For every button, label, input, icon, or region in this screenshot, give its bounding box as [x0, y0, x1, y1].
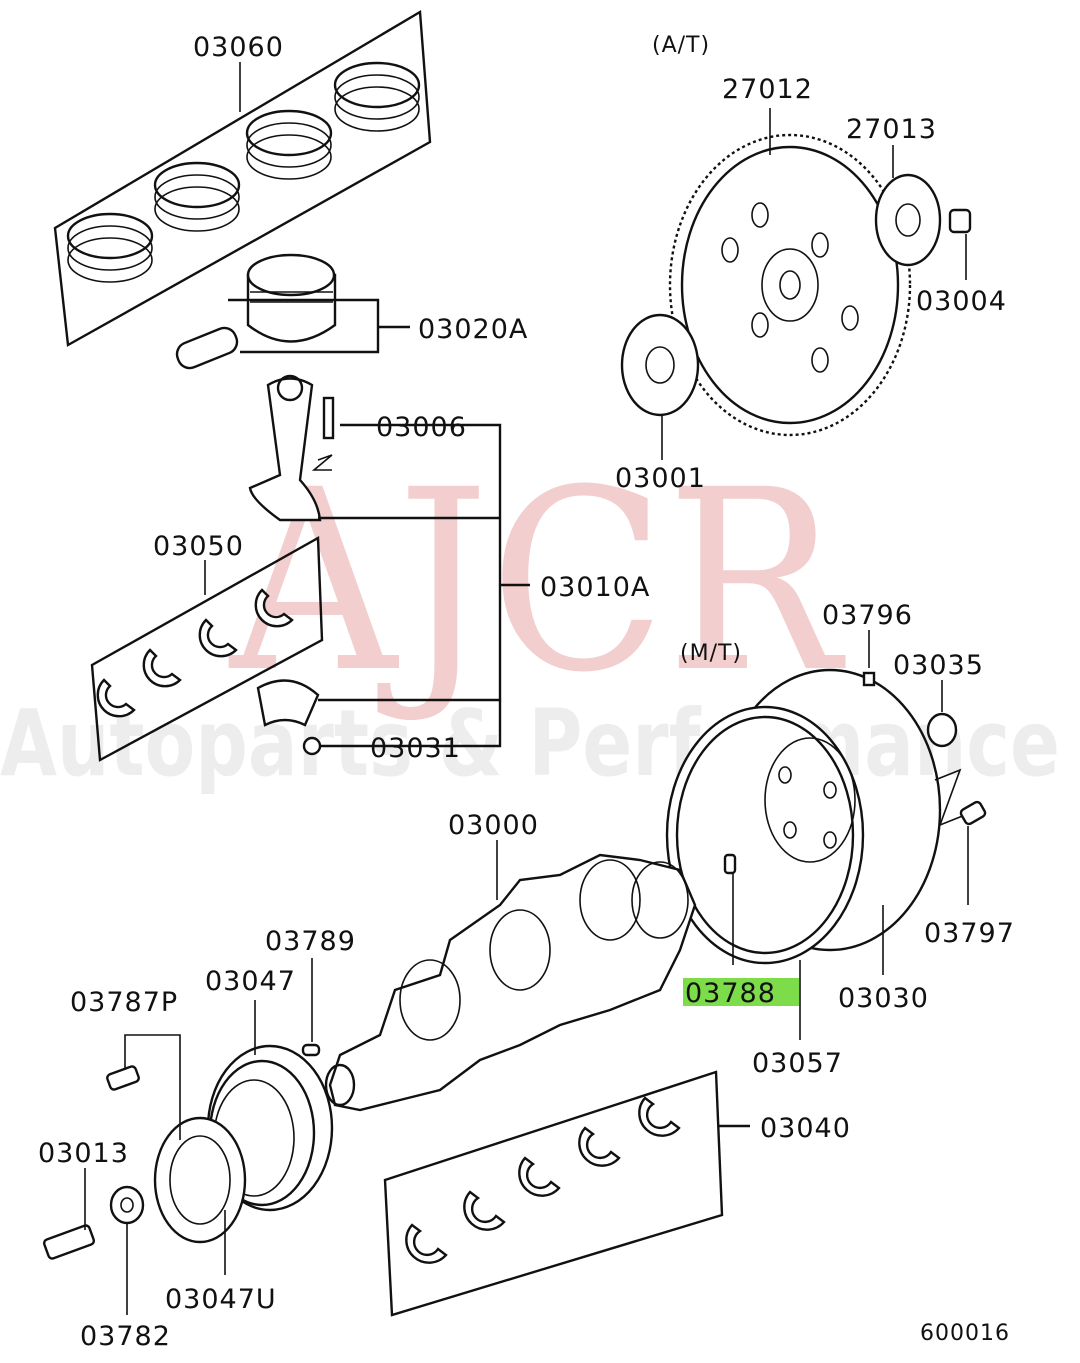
label-03796[interactable]: 03796	[822, 600, 913, 631]
front-parts-group: 03789 03047 03047U 03787P 03013 03782	[38, 926, 356, 1352]
conrod-nut	[302, 736, 322, 756]
pin-03789	[301, 1043, 321, 1057]
label-03789[interactable]: 03789	[265, 926, 356, 957]
label-03010a[interactable]: 03010A	[540, 572, 650, 603]
drive-plate-group: (A/T) 27012 27013 03004 03001	[615, 33, 1007, 494]
label-03788[interactable]: 03788	[685, 978, 776, 1009]
label-mt: (M/T)	[680, 641, 742, 666]
label-03001[interactable]: 03001	[615, 463, 706, 494]
label-03047[interactable]: 03047	[205, 966, 296, 997]
label-03782[interactable]: 03782	[80, 1321, 171, 1352]
label-03006[interactable]: 03006	[376, 412, 467, 443]
label-03013[interactable]: 03013	[38, 1138, 129, 1169]
conrod-bearing-shells	[96, 588, 294, 718]
conrod-bearing-frame	[90, 535, 324, 762]
label-03031[interactable]: 03031	[370, 733, 461, 764]
flywheel-disc	[665, 705, 865, 965]
bolt-03787p	[106, 1065, 140, 1091]
label-27012[interactable]: 27012	[722, 74, 813, 105]
bolt-03797	[959, 800, 987, 826]
label-03060[interactable]: 03060	[193, 32, 284, 63]
main-bearing-shells	[405, 1096, 681, 1264]
diagram-code: 600016	[920, 1321, 1010, 1346]
main-bearing-group: 03040	[383, 1070, 851, 1317]
piston-rings-group: 03060	[53, 9, 432, 347]
crankshaft-group: 03000	[324, 810, 697, 1112]
label-03047u[interactable]: 03047U	[165, 1284, 277, 1315]
conrod-body	[248, 377, 322, 522]
label-03057[interactable]: 03057	[752, 1048, 843, 1079]
watermark-brand: AJCR	[228, 436, 846, 727]
pulley-inner	[153, 1116, 247, 1244]
label-03050[interactable]: 03050	[153, 531, 244, 562]
piston-group: 03020A	[175, 253, 528, 370]
label-03035[interactable]: 03035	[893, 650, 984, 681]
label-03040[interactable]: 03040	[760, 1113, 851, 1144]
main-bearing-frame	[383, 1070, 724, 1317]
bolt-03013	[42, 1224, 96, 1260]
crankshaft-body	[328, 853, 697, 1112]
label-27013[interactable]: 27013	[846, 114, 937, 145]
conrod-cap	[256, 679, 320, 727]
label-03020a[interactable]: 03020A	[418, 314, 528, 345]
label-03787p[interactable]: 03787P	[70, 987, 178, 1018]
flywheel-group: (M/T) 03796 03035 03797 03030 03788 0305…	[665, 600, 1015, 1079]
adapter-plate	[874, 173, 942, 267]
bearing-03035	[926, 712, 958, 748]
drive-plate-ring-gear	[668, 133, 912, 437]
watermark: AJCR Autoparts & Performance	[0, 436, 1060, 797]
watermark-tagline: Autoparts & Performance	[0, 690, 1060, 797]
conrod-group: 03006 03010A 03031	[248, 374, 650, 764]
pin-03796	[862, 671, 876, 687]
washer-03782	[109, 1185, 145, 1225]
piston-ring-set	[66, 61, 421, 283]
label-03030[interactable]: 03030	[838, 983, 929, 1014]
spacer-03001	[620, 313, 700, 417]
label-03004[interactable]: 03004	[916, 286, 1007, 317]
label-03797[interactable]: 03797	[924, 918, 1015, 949]
bolt-03004	[948, 208, 972, 234]
label-at: (A/T)	[652, 33, 710, 58]
conrod-bearing-group: 03050	[90, 531, 324, 762]
highlight-03788	[683, 978, 799, 1006]
conrod-bolt	[322, 396, 335, 440]
piston-pin	[175, 326, 239, 370]
pin-03788	[723, 853, 737, 875]
label-03000[interactable]: 03000	[448, 810, 539, 841]
piston-rings-frame	[53, 9, 432, 347]
